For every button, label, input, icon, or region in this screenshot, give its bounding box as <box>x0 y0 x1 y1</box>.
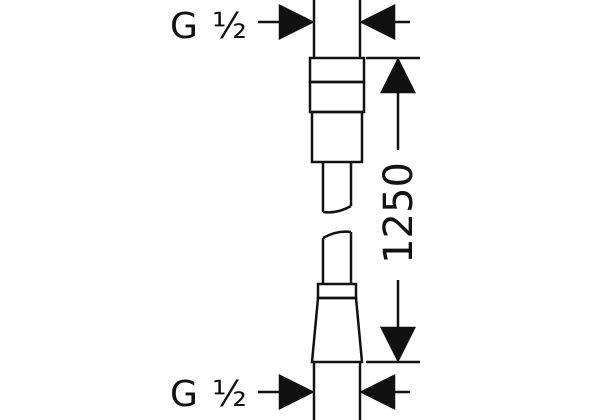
upper-fitting-nut <box>308 80 366 114</box>
hose-break-lower <box>322 230 352 240</box>
thread-size-bottom: ½ <box>212 374 247 415</box>
lower-fitting-body <box>310 296 364 364</box>
thread-label-bottom: G ½ <box>170 374 247 415</box>
arrow-head-bottom-right <box>359 373 396 411</box>
thread-size-top: ½ <box>212 6 247 47</box>
hose-break-upper <box>322 204 352 214</box>
upper-fitting <box>308 56 366 164</box>
thread-letter-bottom: G <box>170 374 198 415</box>
arrow-head-bottom-left <box>278 373 315 411</box>
hose-lower-section <box>321 230 353 284</box>
dimension-arrow-top <box>379 57 417 94</box>
upper-fitting-collar <box>308 56 366 84</box>
lower-fitting-collar <box>316 282 358 300</box>
thread-label-top: G ½ <box>170 6 247 47</box>
hose-top-stub <box>312 0 362 58</box>
dimension-arrow-bottom <box>379 326 417 363</box>
thread-arrows-bottom <box>258 373 410 411</box>
thread-letter-top: G <box>170 6 198 47</box>
arrow-head-top-left <box>278 3 315 41</box>
arrow-head-top-right <box>359 3 396 41</box>
upper-fitting-sleeve <box>310 110 364 164</box>
hose-bottom-stub <box>312 362 362 420</box>
length-dimension-value: 1250 <box>376 162 422 264</box>
length-dimension <box>366 56 420 364</box>
hose-upper-section <box>321 162 353 214</box>
thread-arrows-top <box>258 3 410 41</box>
lower-fitting <box>310 282 364 364</box>
